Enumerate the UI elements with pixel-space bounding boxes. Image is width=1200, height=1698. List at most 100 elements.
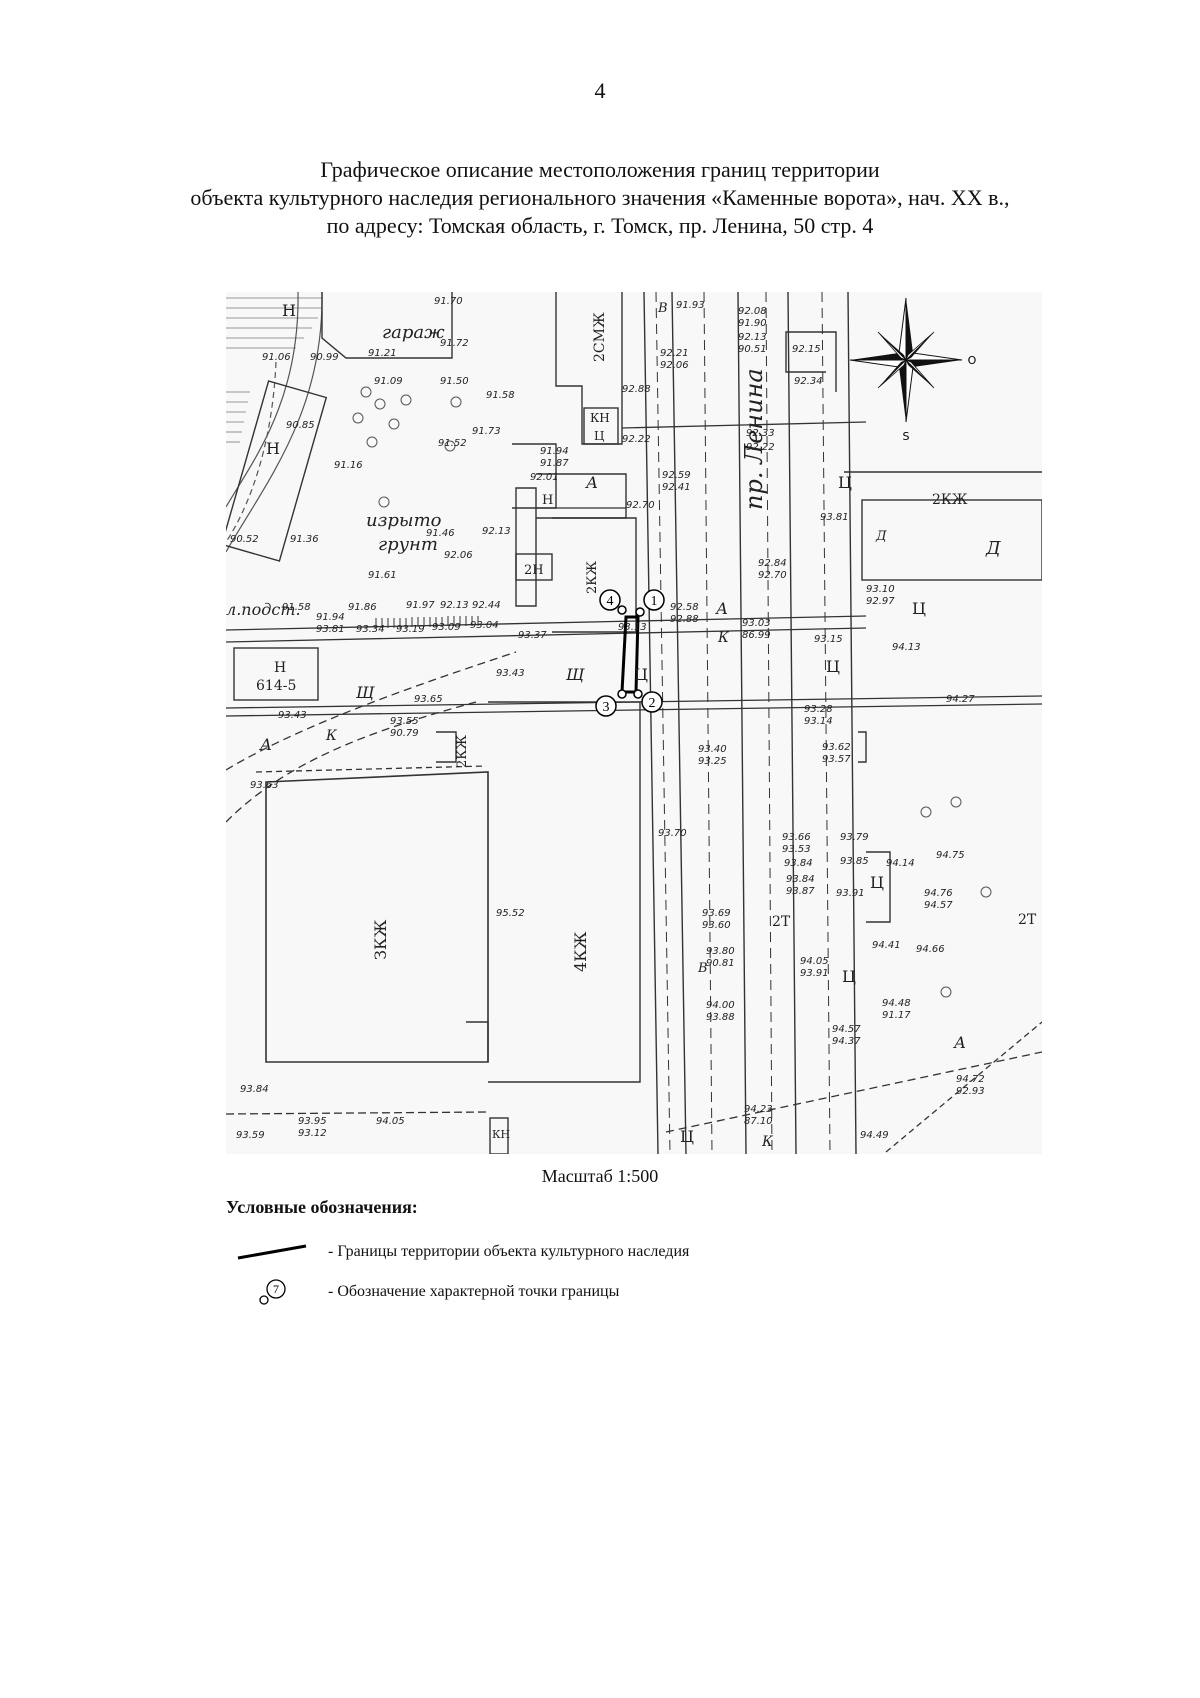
elevation-mark: 93.13	[618, 622, 647, 633]
elevation-mark: 94.49	[860, 1130, 889, 1141]
page-number: 4	[594, 78, 606, 103]
elevation-mark: 93.87	[786, 886, 815, 897]
building-label: К	[325, 728, 338, 744]
elevation-mark: 90.85	[286, 420, 315, 431]
elevation-mark: 93.10	[866, 584, 895, 595]
building-label: Н	[274, 660, 286, 676]
elevation-mark: 92.13	[440, 600, 469, 611]
elevation-mark: 94.66	[916, 944, 945, 955]
building-label: Ц	[594, 429, 605, 443]
building-label: К	[761, 1134, 774, 1150]
elevation-mark: 93.63	[250, 780, 279, 791]
point-marker-3	[595, 695, 617, 717]
building-label: Д	[875, 529, 887, 544]
building-label: 2СМЖ	[592, 312, 608, 362]
building-labels: Н Н 2СМЖ КН Ц 2Н Н 2КЖ 2КЖ Д Н 614-5 2КЖ…	[256, 301, 1037, 1150]
building-label: Ц	[870, 873, 884, 892]
elevation-mark: 91.86	[348, 602, 377, 613]
elevation-mark: 90.81	[706, 958, 735, 969]
elevation-mark: 91.06	[262, 352, 291, 363]
building-label: А	[715, 599, 728, 618]
tree-icons	[352, 386, 992, 998]
elevation-mark: 93.19	[396, 624, 425, 635]
boundary-line-icon	[237, 1244, 307, 1260]
elevation-mark: 92.70	[626, 500, 655, 511]
street-name-lenina: пр. Ленина	[740, 368, 768, 510]
point-marker-1	[643, 589, 665, 611]
point-marker-2	[641, 691, 663, 713]
title-line-2: объекта культурного наследия регионально…	[190, 185, 1010, 210]
boundary-points: 4 1 3 2	[595, 589, 665, 717]
elevation-mark: 92.13	[738, 332, 767, 343]
elevation-mark: 91.58	[486, 390, 515, 401]
elevation-mark: 87.10	[744, 1116, 773, 1127]
building-label: 2Т	[1018, 912, 1037, 928]
elevation-mark: 93.91	[836, 888, 865, 899]
legend-point-label: - Обозначение характерной точки границы	[328, 1283, 620, 1300]
elevation-mark: 93.57	[822, 754, 851, 765]
elevation-mark: 91.46	[426, 528, 455, 539]
elevation-mark: 91.09	[374, 376, 403, 387]
elevation-mark: 93.81	[316, 624, 345, 635]
building-label: Ц	[838, 473, 852, 492]
point-label-4: 4	[607, 594, 614, 609]
elevation-mark: 93.15	[814, 634, 843, 645]
building-label: 2Т	[772, 914, 791, 930]
elevation-mark: 93.91	[800, 968, 829, 979]
building-label: Ц	[680, 1127, 694, 1146]
elevation-mark: 93.81	[820, 512, 849, 523]
elevation-mark: 94.23	[744, 1104, 773, 1115]
elevation-mark: 93.70	[658, 828, 687, 839]
elevation-mark: 90.52	[230, 534, 259, 545]
elevation-mark: 91.21	[368, 348, 397, 359]
building-label: В	[697, 961, 708, 976]
street-lines	[226, 421, 1042, 1153]
point-label-1: 1	[651, 594, 658, 609]
elevation-mark: 92.22	[746, 442, 775, 453]
building-outlines	[226, 292, 1042, 1154]
map-scale: Масштаб 1:500	[541, 1166, 659, 1186]
building-label: 4КЖ	[571, 931, 590, 972]
building-label: 2КЖ	[455, 735, 470, 768]
building-label: Ц	[826, 657, 840, 676]
elevation-mark: 93.25	[698, 756, 727, 767]
elevation-mark: 93.65	[414, 694, 443, 705]
elevation-mark: 90.99	[310, 352, 339, 363]
building-label: 614-5	[256, 678, 296, 694]
building-label: 2Н	[524, 563, 544, 578]
building-label: К	[717, 630, 730, 646]
elevation-mark: 93.34	[356, 624, 385, 635]
elevation-mark: 93.09	[432, 622, 461, 633]
elevation-mark: 91.87	[540, 458, 569, 469]
elevation-mark: 93.28	[804, 704, 833, 715]
avenue-lines	[643, 292, 857, 1154]
building-label: КН	[492, 1128, 510, 1141]
elevation-mark: 93.88	[706, 1012, 735, 1023]
elevation-mark: 92.21	[660, 348, 689, 359]
elevation-mark: 91.94	[316, 612, 345, 623]
building-label: А	[585, 473, 598, 492]
title-line-3: по адресу: Томская область, г. Томск, пр…	[326, 213, 874, 238]
elevation-mark: 92.97	[866, 596, 895, 607]
building-label: Д	[985, 538, 1001, 559]
elevation-mark: 91.97	[406, 600, 435, 611]
elevation-mark: 94.72	[956, 1074, 985, 1085]
elevation-mark: 94.57	[924, 900, 953, 911]
elevation-mark: 93.53	[782, 844, 811, 855]
compass-east: O	[968, 354, 977, 367]
building-label: Н	[282, 301, 296, 320]
elevation-mark: 92.70	[758, 570, 787, 581]
elevation-mark: 92.88	[622, 384, 651, 395]
elevation-mark: 91.72	[440, 338, 469, 349]
elevation-labels: 91.70 91.93 92.08 91.90 92.13 90.51 92.1…	[230, 296, 985, 1141]
building-label: А	[259, 735, 272, 754]
label-ground-2: грунт	[378, 534, 438, 555]
title-line-1: Графическое описание местоположения гран…	[320, 157, 880, 182]
map-svg: 4 1 3 2 N S O гараж изрыто грунт л.подст…	[226, 292, 1042, 1154]
legend-boundary-label: - Границы территории объекта культурного…	[328, 1243, 690, 1260]
elevation-mark: 94.05	[800, 956, 829, 967]
elevation-mark: 94.14	[886, 858, 915, 869]
building-label: Ц	[634, 665, 648, 684]
building-label: КН	[590, 411, 610, 425]
label-ground-1: изрыто	[366, 510, 442, 531]
